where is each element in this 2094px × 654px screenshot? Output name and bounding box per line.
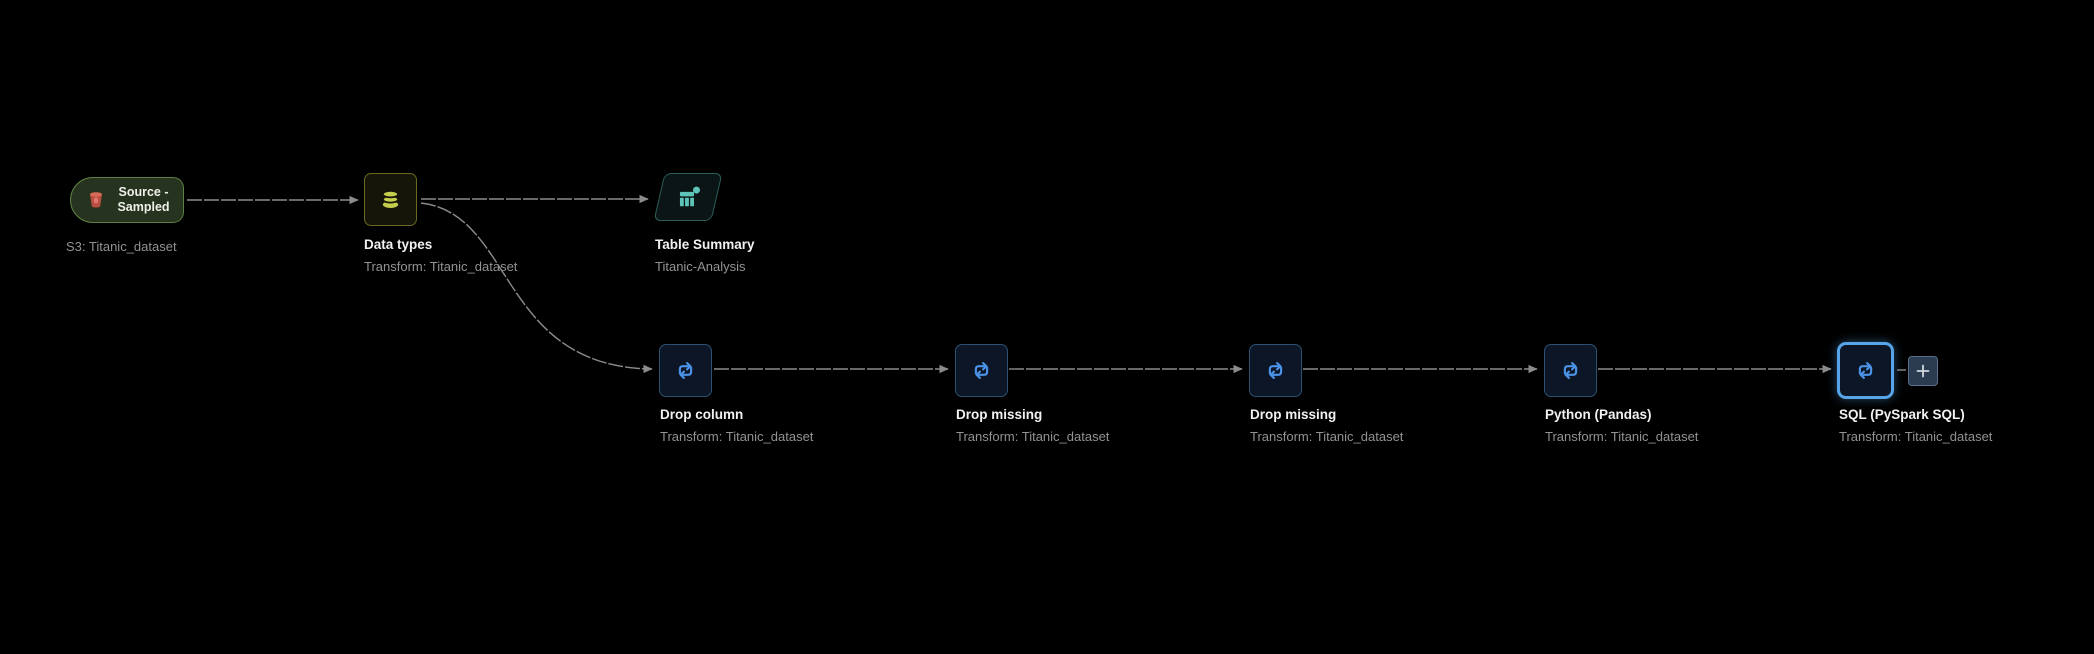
plus-icon: [1914, 362, 1932, 380]
node-python-pandas[interactable]: [1544, 344, 1597, 397]
python-pandas-caption: Python (Pandas) Transform: Titanic_datas…: [1545, 407, 1699, 444]
data-types-caption: Data types Transform: Titanic_dataset: [364, 237, 518, 274]
transform-icon: [1852, 357, 1879, 384]
drop-missing-1-caption: Drop missing Transform: Titanic_dataset: [956, 407, 1110, 444]
node-table-summary[interactable]: [653, 173, 723, 221]
drop-missing-2-caption: Drop missing Transform: Titanic_dataset: [1250, 407, 1404, 444]
node-sql-pyspark[interactable]: [1837, 342, 1894, 399]
add-step-button[interactable]: [1908, 356, 1938, 386]
node-drop-column[interactable]: [659, 344, 712, 397]
transform-icon: [1557, 357, 1584, 384]
sql-pyspark-caption: SQL (PySpark SQL) Transform: Titanic_dat…: [1839, 407, 1993, 444]
node-data-types[interactable]: [364, 173, 417, 226]
source-node-caption: S3: Titanic_dataset: [66, 239, 177, 254]
s3-icon: [85, 189, 107, 211]
source-node-label: Source - Sampled: [117, 185, 170, 214]
edge-datatypes-dropcolumn: [420, 202, 653, 374]
node-drop-missing-1[interactable]: [955, 344, 1008, 397]
table-summary-caption: Table Summary Titanic-Analysis: [655, 237, 755, 274]
transform-icon: [1262, 357, 1289, 384]
drop-column-caption: Drop column Transform: Titanic_dataset: [660, 407, 814, 444]
database-icon: [377, 186, 404, 213]
transform-icon: [968, 357, 995, 384]
node-source-sampled[interactable]: Source - Sampled: [70, 177, 184, 223]
table-summary-icon: [675, 184, 702, 211]
transform-icon: [672, 357, 699, 384]
node-drop-missing-2[interactable]: [1249, 344, 1302, 397]
